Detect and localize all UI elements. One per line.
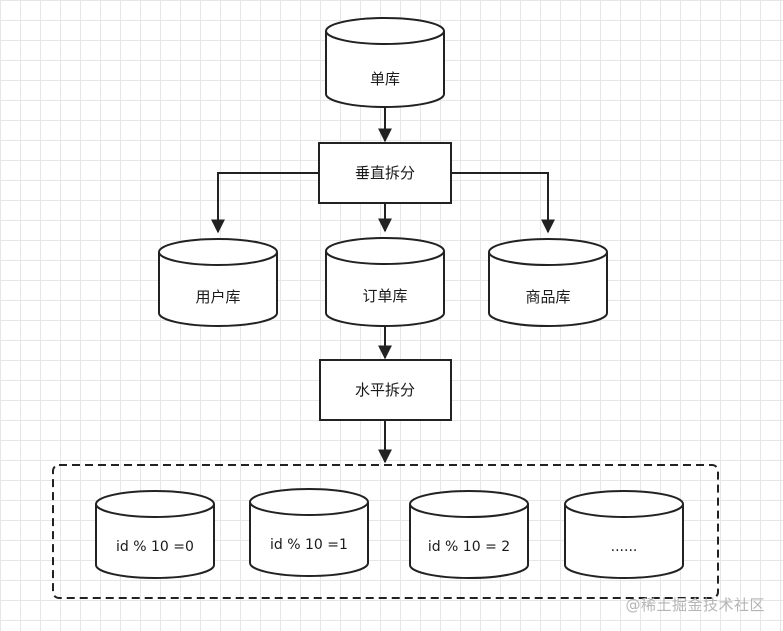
shard-more-label: ...... [611, 539, 638, 555]
vertical-split-box: 垂直拆分 [318, 142, 452, 204]
single-db-cylinder: 单库 [325, 17, 445, 108]
shard-more-cylinder: ...... [564, 490, 684, 579]
arrow-vertical-to-user [211, 172, 319, 234]
shard-group-boundary [52, 464, 719, 599]
watermark-text: @稀土掘金技术社区 [625, 596, 765, 614]
order-db-cylinder: 订单库 [325, 237, 445, 327]
product-db-label: 商品库 [525, 288, 570, 306]
shard-0-label: id % 10 =0 [116, 539, 194, 555]
product-db-cylinder: 商品库 [488, 238, 608, 327]
user-db-cylinder: 用户库 [158, 238, 278, 327]
shard-1-label: id % 10 =1 [270, 537, 348, 553]
connectors [211, 106, 555, 464]
horizontal-split-box: 水平拆分 [319, 359, 452, 421]
single-db-label: 单库 [370, 70, 400, 88]
shard-0-cylinder: id % 10 =0 [95, 490, 215, 579]
horizontal-split-label: 水平拆分 [355, 381, 415, 399]
order-db-label: 订单库 [362, 287, 407, 305]
user-db-label: 用户库 [195, 288, 240, 306]
vertical-split-label: 垂直拆分 [355, 164, 415, 182]
arrow-vertical-to-product [451, 172, 555, 234]
shard-1-cylinder: id % 10 =1 [249, 488, 369, 577]
shard-2-cylinder: id % 10 = 2 [409, 490, 529, 579]
shard-2-label: id % 10 = 2 [428, 539, 510, 555]
